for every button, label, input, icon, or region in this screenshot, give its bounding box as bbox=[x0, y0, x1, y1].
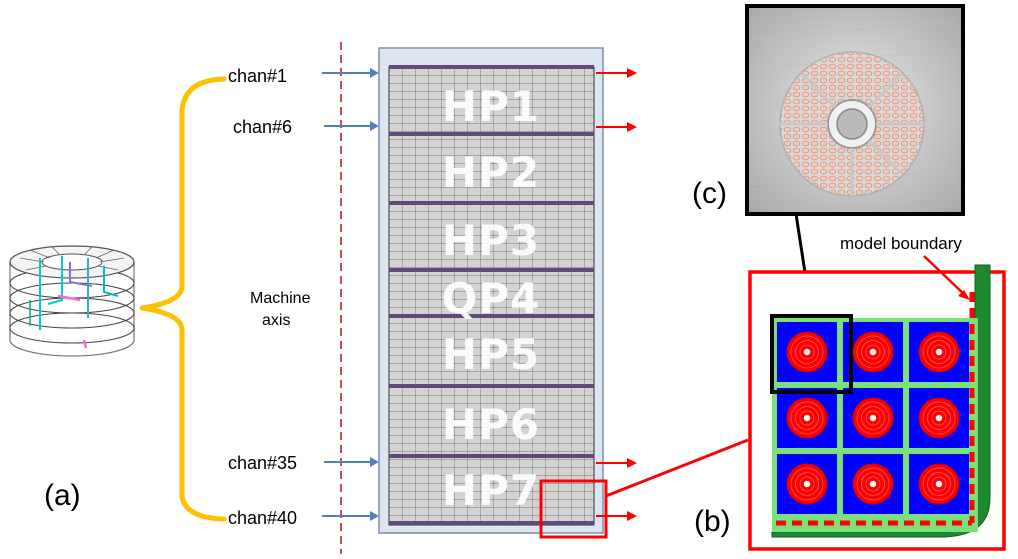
conductor-ring-2-1-1 bbox=[861, 472, 885, 496]
block-separator-4 bbox=[389, 314, 594, 318]
central-channel-0-1 bbox=[868, 347, 878, 357]
outlet-arrowhead-2 bbox=[627, 458, 637, 468]
conductor-ring-1-0-1 bbox=[795, 406, 819, 430]
conductor-ring-2-1-0 bbox=[856, 467, 890, 501]
inlet-arrowhead-0 bbox=[370, 68, 379, 78]
channel-bracket bbox=[139, 76, 227, 522]
conductor-ring-0-0-2 bbox=[799, 344, 815, 360]
conductor-ring-1-1-1 bbox=[861, 406, 885, 430]
conductor-ring-0-2-2 bbox=[931, 344, 947, 360]
block-separator-5 bbox=[389, 384, 594, 388]
channel-label-40: chan#40 bbox=[228, 508, 298, 528]
panel-label-c: (c) bbox=[692, 177, 727, 210]
block-separators bbox=[389, 65, 594, 525]
block-separator-2 bbox=[389, 201, 594, 205]
coil-block-label-hp1: HP1 bbox=[441, 82, 541, 131]
conductor-ring-1-2-2 bbox=[931, 410, 947, 426]
central-channel-1-2 bbox=[934, 413, 944, 423]
channel-label-35: chan#35 bbox=[228, 453, 298, 473]
conductor-ring-2-2-2 bbox=[931, 476, 947, 492]
coil-block-label-hp3: HP3 bbox=[441, 216, 541, 265]
zoom-region-box bbox=[539, 479, 608, 539]
inlet-arrowhead-2 bbox=[370, 457, 379, 467]
block-separator-1 bbox=[389, 132, 594, 136]
conductor-ring-1-1-0 bbox=[856, 401, 890, 435]
inlet-arrowhead-3 bbox=[370, 511, 379, 521]
zoom-connector-line bbox=[605, 438, 749, 498]
coil-block-label-hp7: HP7 bbox=[441, 466, 541, 515]
model-boundary-label: model boundary bbox=[840, 234, 962, 253]
cable-photo bbox=[745, 4, 965, 216]
conductor-ring-1-0-2 bbox=[799, 410, 815, 426]
machine-axis-label-line1: Machine bbox=[250, 290, 311, 307]
conductor-ring-1-1-2 bbox=[865, 410, 881, 426]
coil-block-label-hp6: HP6 bbox=[441, 400, 541, 449]
outlet-arrowhead-3 bbox=[627, 511, 637, 521]
outlet-arrowhead-0 bbox=[627, 68, 637, 78]
coil-block-label-hp5: HP5 bbox=[441, 330, 541, 379]
inlet-arrowhead-1 bbox=[370, 121, 379, 131]
coil-thumbnail bbox=[9, 245, 135, 357]
block-separator-0 bbox=[389, 65, 594, 69]
coil-block-label-qp4: QP4 bbox=[441, 274, 541, 323]
conductor-ring-2-1-2 bbox=[865, 476, 881, 492]
central-channel-0-0 bbox=[802, 347, 812, 357]
panel-label-a: (a) bbox=[44, 479, 81, 512]
conductor-ring-1-0-0 bbox=[790, 401, 824, 435]
channel-label-6: chan#6 bbox=[233, 117, 293, 137]
conductor-ring-2-0-2 bbox=[799, 476, 815, 492]
central-channel-2-2 bbox=[934, 479, 944, 489]
conductor-ring-2-0-0 bbox=[790, 467, 824, 501]
conductor-ring-1-2-1 bbox=[927, 406, 951, 430]
central-channel-2-1 bbox=[868, 479, 878, 489]
conductor-ring-0-1-2 bbox=[865, 344, 881, 360]
central-channel-1-0 bbox=[802, 413, 812, 423]
conductor-ring-1-2-0 bbox=[922, 401, 956, 435]
conductor-ring-0-1-1 bbox=[861, 340, 885, 364]
coil-block-label-hp2: HP2 bbox=[441, 148, 541, 197]
conductor-ring-0-0-1 bbox=[795, 340, 819, 364]
block-separator-7 bbox=[389, 521, 594, 525]
model-detail bbox=[748, 255, 1006, 551]
conductor-ring-2-2-0 bbox=[922, 467, 956, 501]
panel-label-b: (b) bbox=[694, 505, 731, 538]
central-channel-0-2 bbox=[934, 347, 944, 357]
central-channel-2-0 bbox=[802, 479, 812, 489]
block-separator-3 bbox=[389, 268, 594, 272]
outlet-arrowhead-1 bbox=[627, 122, 637, 132]
conductor-ring-2-2-1 bbox=[927, 472, 951, 496]
conductor-ring-0-2-1 bbox=[927, 340, 951, 364]
machine-axis-label-line2: axis bbox=[262, 312, 291, 329]
conductor-ring-0-0-0 bbox=[790, 335, 824, 369]
conductor-ring-0-2-0 bbox=[922, 335, 956, 369]
block-separator-6 bbox=[389, 454, 594, 458]
conductor-ring-0-1-0 bbox=[856, 335, 890, 369]
channel-label-1: chan#1 bbox=[228, 66, 288, 86]
conductor-ring-2-0-1 bbox=[795, 472, 819, 496]
central-channel-1-1 bbox=[868, 413, 878, 423]
